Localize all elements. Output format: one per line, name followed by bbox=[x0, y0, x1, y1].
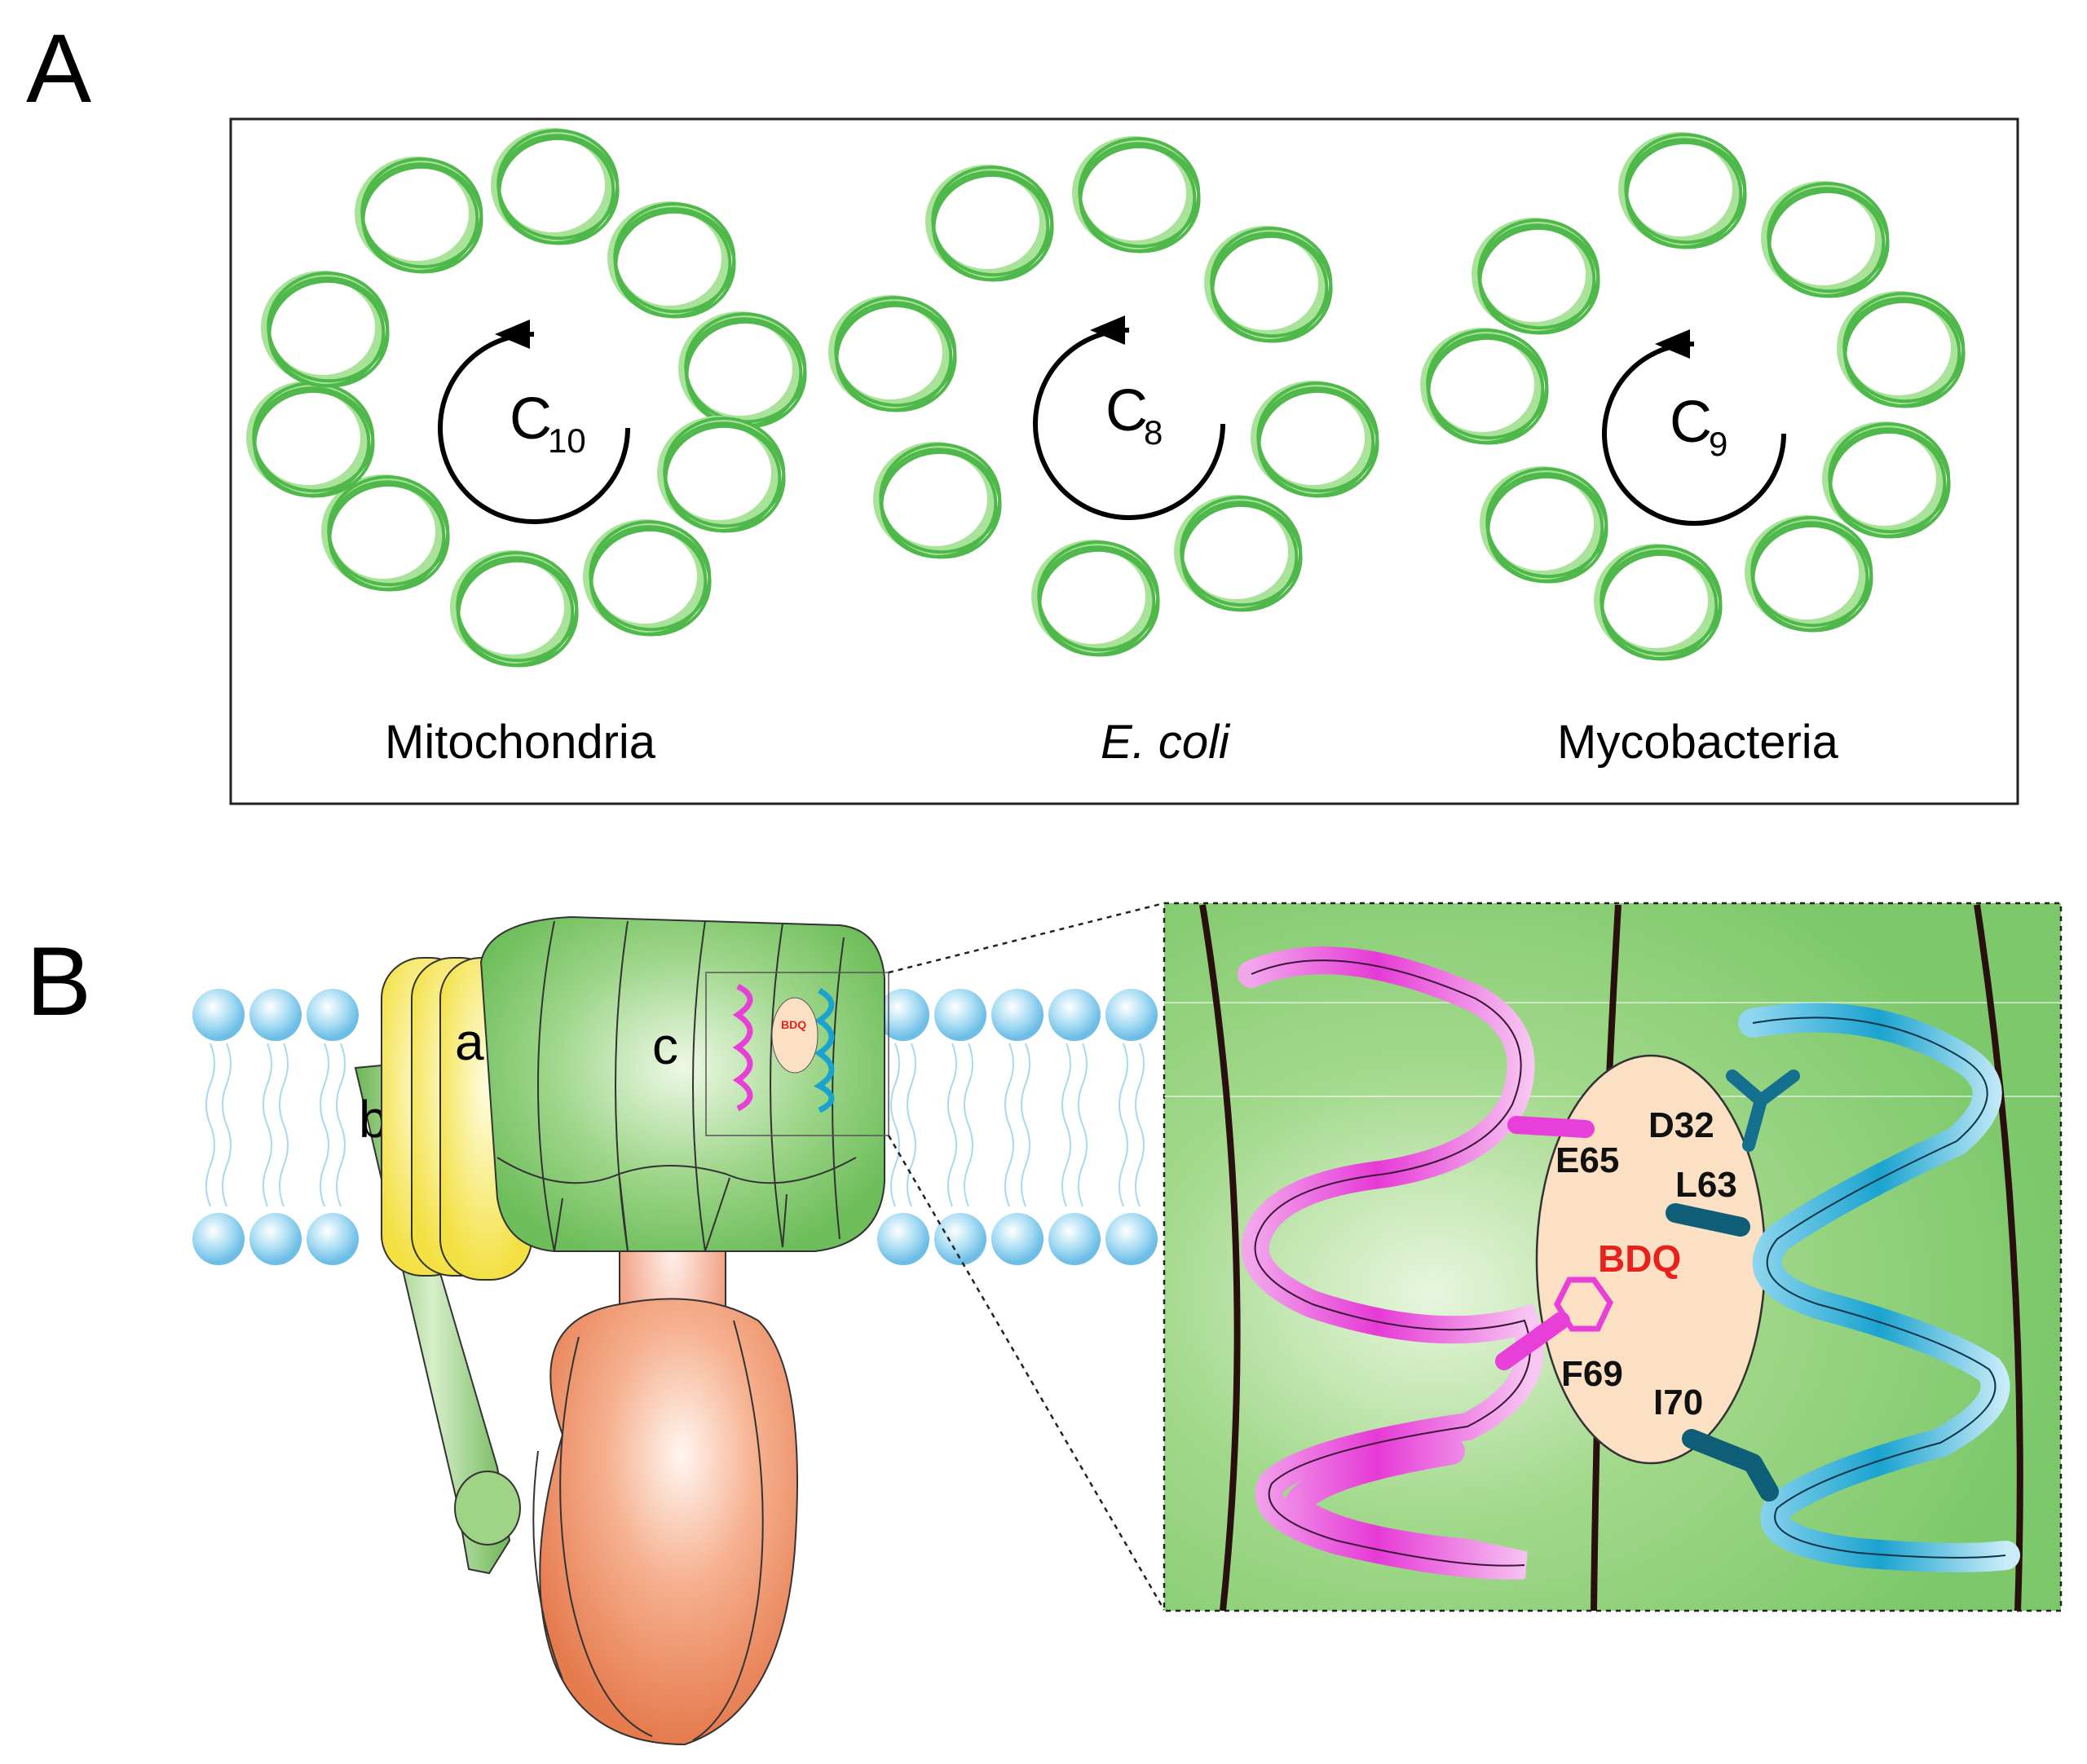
panel-b-letter: B bbox=[26, 927, 91, 1036]
lipid-head bbox=[991, 1213, 1044, 1265]
ring-c10-symbol: C bbox=[510, 386, 552, 452]
lipid-tail bbox=[1135, 1043, 1145, 1207]
lipid-head bbox=[192, 989, 245, 1041]
c-subunit-helix bbox=[355, 157, 483, 274]
c-subunit-helix bbox=[1031, 540, 1160, 657]
c-subunit-helix bbox=[1761, 181, 1890, 298]
lipid-tail bbox=[336, 1043, 346, 1207]
rotation-arrow-c8 bbox=[1033, 328, 1225, 520]
residue-f69-label: F69 bbox=[1561, 1354, 1623, 1394]
helix-magenta bbox=[1238, 946, 1614, 1580]
c-subunit-helix bbox=[873, 442, 1002, 559]
lipid-head bbox=[192, 1213, 245, 1265]
c-subunit-helix bbox=[1822, 421, 1951, 539]
c-ring-fo bbox=[479, 915, 885, 1252]
lipid-tail bbox=[320, 1043, 329, 1207]
f1-head bbox=[532, 1298, 798, 1746]
c-subunit-helix bbox=[1594, 544, 1723, 661]
lipid-tail bbox=[279, 1043, 289, 1207]
c-subunit-helix bbox=[1480, 466, 1608, 584]
c-subunit-helix bbox=[261, 271, 390, 388]
lipid-tail bbox=[947, 1043, 957, 1207]
subunit-c-label: c bbox=[652, 1017, 678, 1075]
lipid-tail bbox=[222, 1043, 232, 1207]
lipid-head bbox=[877, 1213, 929, 1265]
rotation-arrow-c10 bbox=[438, 332, 630, 524]
residue-l63-label: L63 bbox=[1675, 1165, 1737, 1205]
panel-a-letter: A bbox=[26, 14, 91, 123]
ring-c8-label: C 8 bbox=[1105, 378, 1163, 452]
helix-cyan bbox=[1666, 1003, 2020, 1572]
mini-binding-site: BDQ bbox=[705, 972, 889, 1136]
lipid-tail bbox=[890, 1043, 900, 1207]
rotation-arrow-c9 bbox=[1602, 342, 1786, 526]
ring-c9-label: C 9 bbox=[1670, 390, 1727, 463]
label-mitochondria: Mitochondria bbox=[385, 716, 656, 769]
c-subunit-helix bbox=[450, 550, 579, 668]
lipid-head bbox=[1048, 1213, 1101, 1265]
arrowhead-icon bbox=[495, 315, 1690, 359]
membrane bbox=[192, 989, 1158, 1265]
lipid-head bbox=[307, 1213, 359, 1265]
lipid-head bbox=[1105, 1213, 1158, 1265]
lipid-tail bbox=[205, 1043, 215, 1207]
ring-c8-symbol: C bbox=[1105, 378, 1148, 443]
mini-bdq-label: BDQ bbox=[781, 1018, 806, 1031]
c-subunit-helix bbox=[657, 416, 786, 533]
lipid-tail bbox=[1119, 1043, 1128, 1207]
residue-e65-label: E65 bbox=[1555, 1140, 1619, 1180]
lipid-head bbox=[249, 1213, 302, 1265]
label-mycobacteria: Mycobacteria bbox=[1557, 716, 1839, 769]
c-subunit-helix bbox=[321, 474, 450, 592]
c-subunit-helix bbox=[1745, 515, 1873, 633]
lipid-head bbox=[249, 989, 302, 1041]
lipid-tail bbox=[1078, 1043, 1088, 1207]
lipid-head bbox=[991, 989, 1044, 1041]
ring-c9-symbol: C bbox=[1670, 390, 1712, 455]
lipid-tail bbox=[1061, 1043, 1071, 1207]
c-subunit-helix bbox=[1204, 226, 1333, 343]
c-subunit-helix bbox=[678, 311, 807, 429]
residue-d32-label: D32 bbox=[1648, 1105, 1714, 1145]
lipid-tail bbox=[907, 1043, 916, 1207]
lipid-tail bbox=[964, 1043, 973, 1207]
binding-site-inset: E65 D32 L63 BDQ F69 I70 bbox=[1163, 902, 2063, 1612]
lipid-tails bbox=[205, 1043, 1145, 1207]
zoom-lines bbox=[887, 902, 1166, 1611]
lipid-head bbox=[934, 989, 986, 1041]
c-subunit-helix bbox=[1072, 136, 1201, 254]
c-subunit-helix bbox=[1174, 495, 1303, 612]
ring-c10-subscript: 10 bbox=[548, 421, 586, 460]
bdq-label: BDQ bbox=[1598, 1237, 1681, 1280]
c-subunit-helix bbox=[828, 295, 957, 412]
ring-c8-subscript: 8 bbox=[1144, 413, 1163, 452]
c-subunit-helix bbox=[607, 201, 736, 319]
subunit-a-label: a bbox=[455, 1012, 484, 1071]
lipid-head bbox=[934, 1213, 986, 1265]
ring-c9-subscript: 9 bbox=[1709, 425, 1727, 463]
c-subunit-helix bbox=[583, 519, 712, 637]
ring-c10-label: C 10 bbox=[510, 386, 586, 460]
lipid-tail bbox=[1004, 1043, 1014, 1207]
c-subunit-helix bbox=[1837, 291, 1966, 408]
lipid-tail bbox=[1021, 1043, 1030, 1207]
c-subunit-helix bbox=[1618, 132, 1747, 249]
lipid-head bbox=[1048, 989, 1101, 1041]
c-subunit-helix bbox=[1251, 381, 1379, 498]
c-rings bbox=[246, 128, 1966, 668]
c-subunit-helix bbox=[491, 128, 620, 245]
lipid-heads bbox=[192, 989, 1158, 1265]
label-e-coli: E. coli bbox=[1101, 716, 1231, 769]
lipid-head bbox=[877, 989, 929, 1041]
lipid-head bbox=[307, 989, 359, 1041]
residue-i70-label: I70 bbox=[1653, 1383, 1703, 1422]
c-subunit-helix bbox=[1420, 328, 1549, 445]
panel-a-frame bbox=[229, 117, 2019, 805]
lipid-head bbox=[1105, 989, 1158, 1041]
lipid-tail bbox=[263, 1043, 272, 1207]
c-subunit-helix bbox=[925, 165, 1054, 282]
rotation-arrow-icon bbox=[438, 328, 1786, 526]
c-subunit-helix bbox=[1471, 218, 1600, 335]
